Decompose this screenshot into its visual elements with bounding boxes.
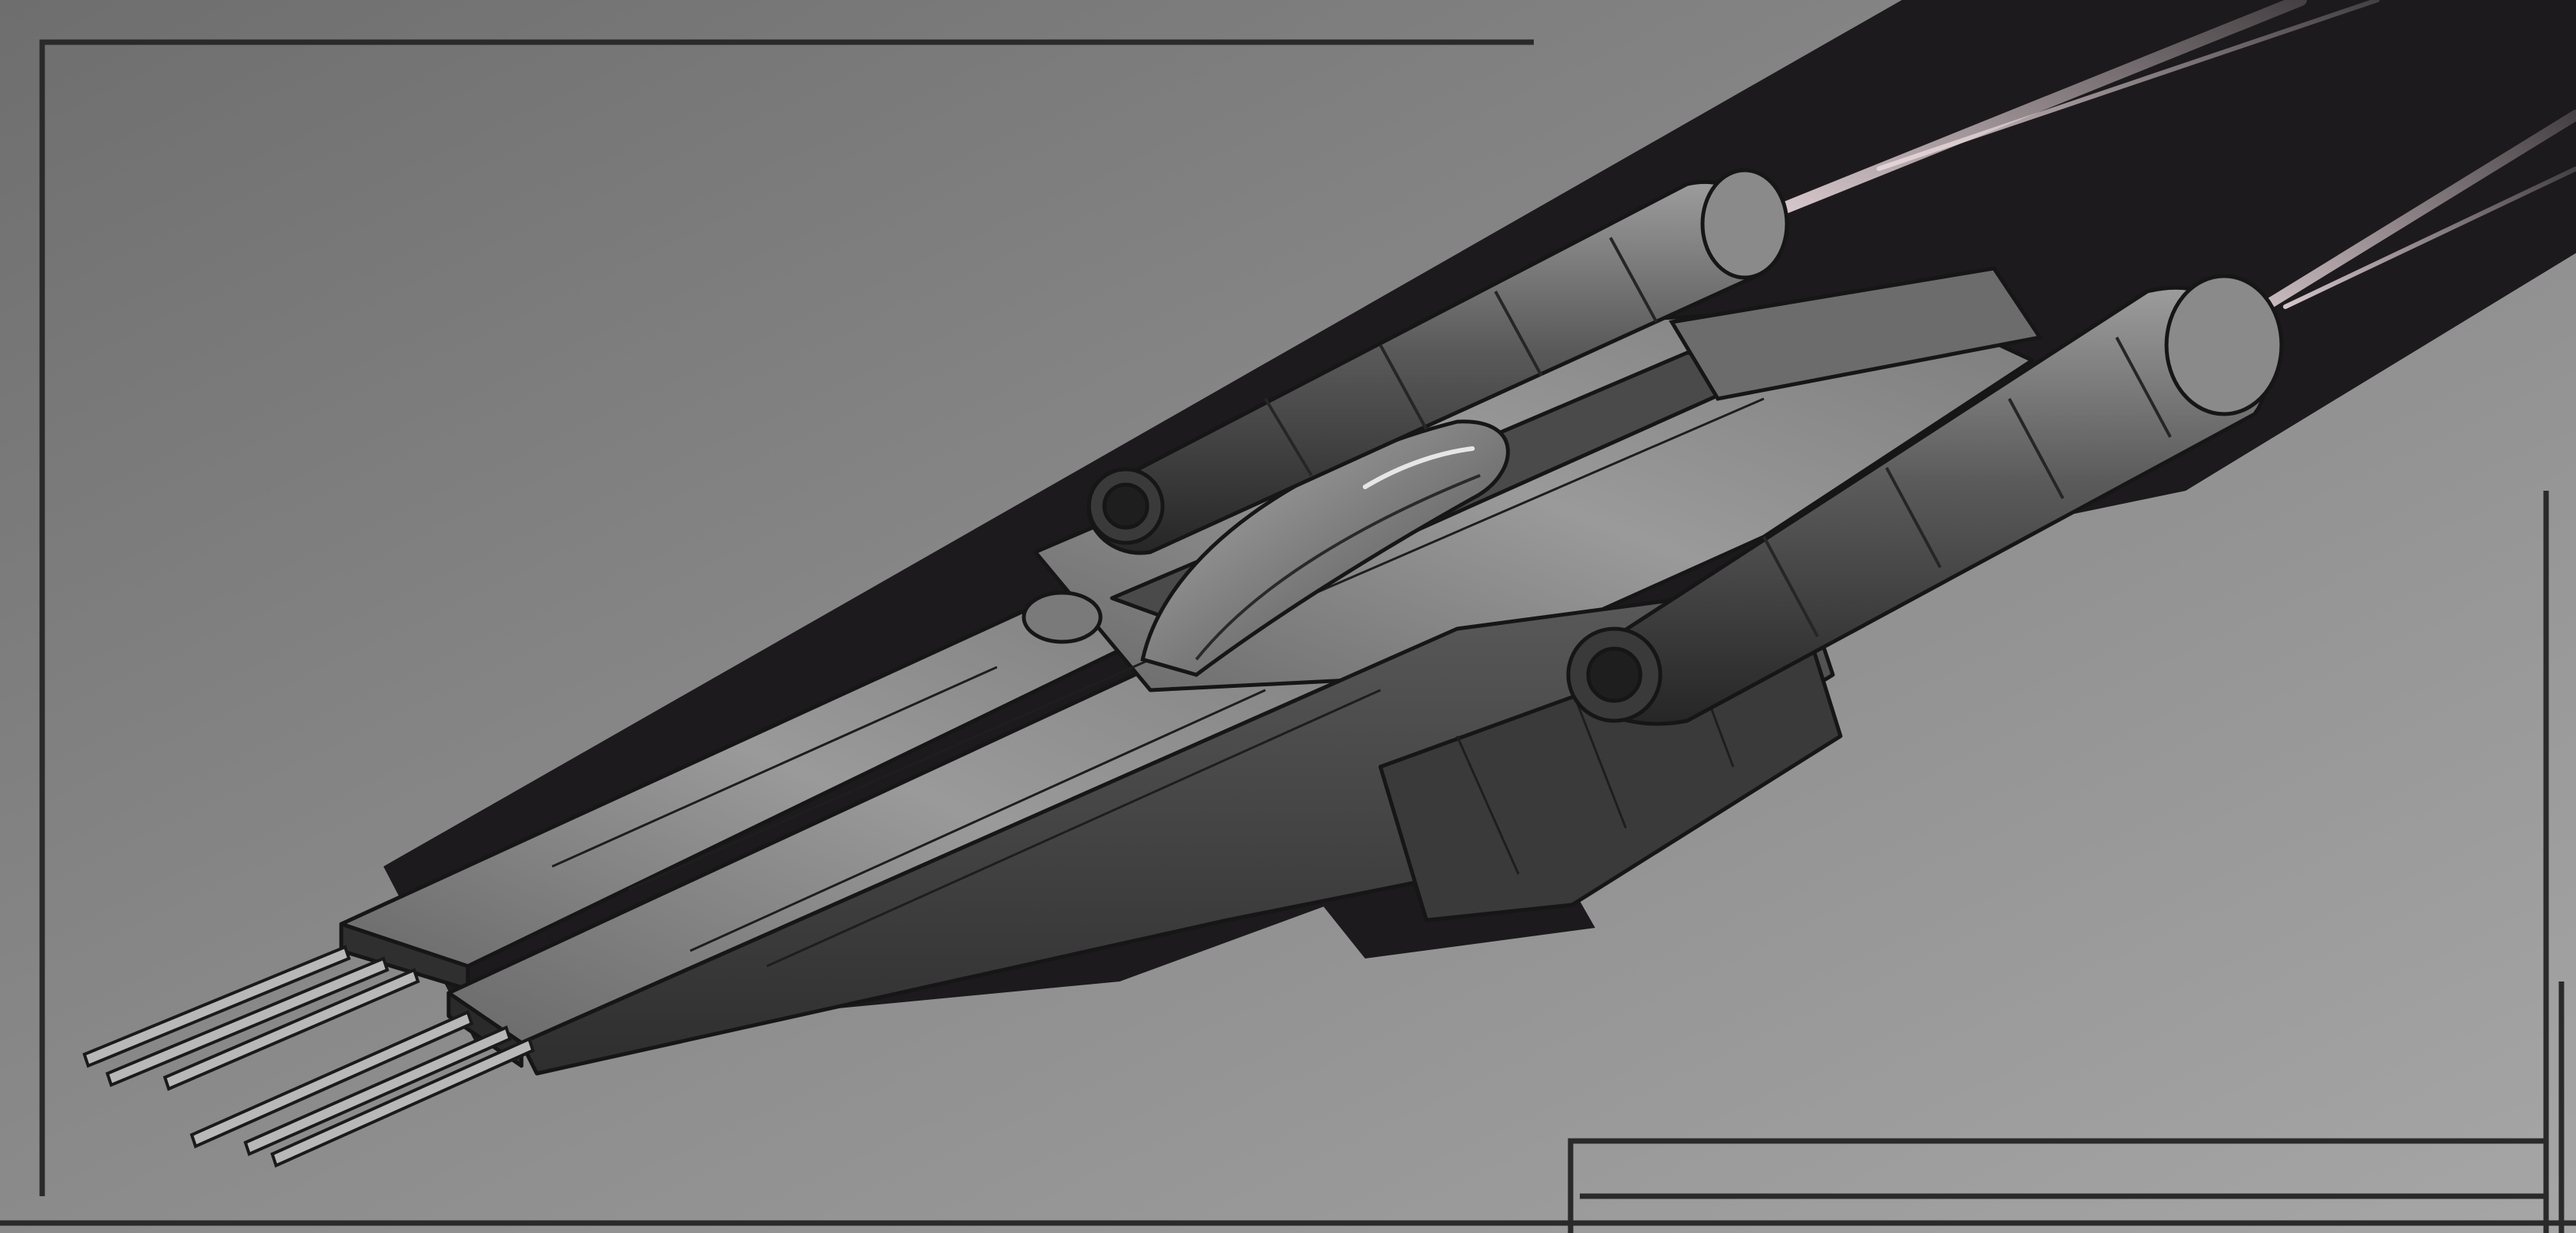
engine-nacelle-upper: [1087, 168, 1789, 555]
sensor-dome: [1022, 590, 1103, 644]
panel-frame: [0, 39, 2576, 1233]
engine-nacelle-lower: [1566, 274, 2284, 726]
rear-cowling: [1668, 266, 2044, 401]
laser-cannons: [82, 945, 535, 1168]
engine-trails: [1781, 0, 2576, 327]
cockpit-canopy: [1140, 419, 1510, 677]
